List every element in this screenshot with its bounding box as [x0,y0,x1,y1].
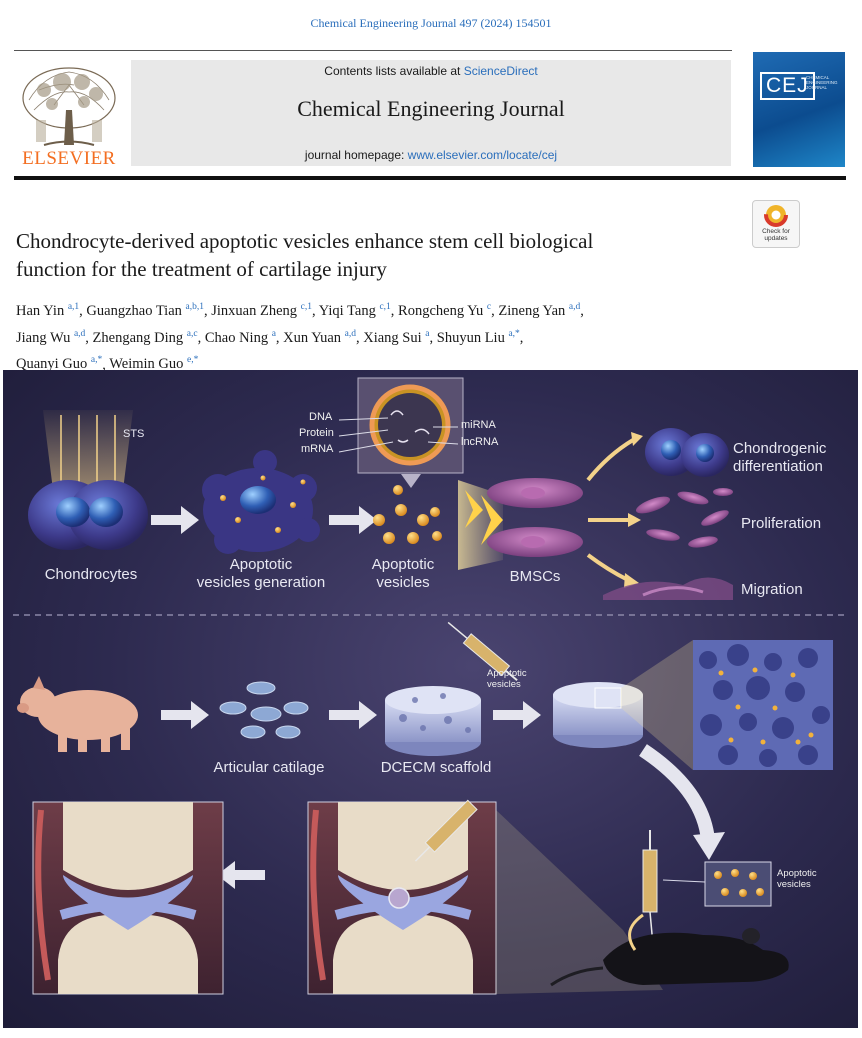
author[interactable]: Chao Ning a [204,328,276,346]
dcecm-scaffold-label: DCECM scaffold [380,759,492,776]
author-affiliation[interactable]: c [486,302,492,312]
author[interactable]: Zineng Yan a,d [498,302,581,319]
author-name: Yiqi Tang [318,302,376,319]
author-affiliation[interactable]: c,1 [300,302,312,312]
check-updates-icon [764,203,788,227]
header-rule-thick [14,176,846,180]
lncrna-label: lncRNA [461,436,499,448]
label-line: vesicles generation [196,574,326,591]
author[interactable]: Weimin Guo e,* [109,355,199,373]
contents-prefix: Contents lists available at [324,64,464,78]
author-name: Chao Ning [204,329,269,346]
author-name: Jiang Wu [16,329,71,346]
chondrogenic-differentiation-label: Chondrogenic differentiation [733,440,853,476]
author-affiliation[interactable]: a [425,328,430,339]
author[interactable]: Jiang Wu a,d [16,328,86,346]
label-line: Apoptotic [229,556,293,573]
author-name: Quanyi Guo [16,356,88,373]
author-affiliation[interactable]: a,d [568,302,581,312]
contents-line: Contents lists available at ScienceDirec… [131,64,731,78]
label-line: differentiation [733,458,823,475]
journal-cover[interactable] [753,52,845,167]
author-affiliation[interactable]: a [271,328,276,339]
label-line: vesicles [487,679,521,690]
author-affiliation[interactable]: a,d [344,328,356,339]
chondrocytes-label: Chondrocytes [44,566,138,583]
journal-header-box [131,60,731,166]
author-list: Han Yin a,1, Guangzhao Tian a,b,1, Jinxu… [16,302,584,373]
proliferation-label: Proliferation [741,515,822,532]
check-updates-label: Check for updates [762,228,790,242]
sciencedirect-link[interactable]: ScienceDirect [463,64,538,78]
dna-label: DNA [309,411,333,423]
author[interactable]: Rongcheng Yu c [398,302,492,319]
mrna-label: mRNA [301,443,334,455]
migration-label: Migration [741,581,803,598]
graphical-abstract: STS Chondrocytes Apoptotic vesicles gene… [3,370,858,1028]
journal-citation[interactable]: Chemical Engineering Journal 497 (2024) … [310,16,552,30]
articular-cartilage-label: Articular catilage [213,759,325,776]
author-affiliation[interactable]: a,b,1 [185,302,204,312]
header-rule [14,50,732,51]
author-affiliation[interactable]: e,* [187,355,199,366]
author[interactable]: Shuyun Liu a,* [436,328,520,346]
bmscs-label: BMSCs [509,568,561,585]
author[interactable]: Xiang Sui a [363,328,430,346]
author-name: Zineng Yan [498,302,566,319]
journal-title: Chemical Engineering Journal [297,96,565,121]
elsevier-wordmark: ELSEVIER [22,148,116,169]
label-line: vesicles [777,879,811,890]
label-line: Apoptotic [371,556,435,573]
elsevier-tree-logo[interactable] [14,60,124,170]
cover-subtitle: CHEMICAL ENGINEERING JOURNAL [806,75,838,90]
sts-label: STS [123,428,145,440]
author[interactable]: Xun Yuan a,d [283,328,356,346]
author-affiliation[interactable]: c,1 [379,302,391,312]
check-for-updates-button[interactable] [752,200,800,248]
article-title-line: function for the treatment of cartilage … [16,257,387,281]
author[interactable]: Jinxuan Zheng c,1 [211,302,312,319]
author-affiliation[interactable]: a,d [73,328,86,339]
author[interactable]: Guangzhao Tian a,b,1 [86,302,204,319]
author-name: Han Yin [16,302,65,319]
protein-label: Protein [299,427,334,439]
homepage-line: journal homepage: www.elsevier.com/locat… [131,148,731,162]
journal-homepage-link[interactable]: www.elsevier.com/locate/cej [407,148,558,162]
author-affiliation[interactable]: a,1 [67,302,80,312]
box-vesicles-label: Apoptotic vesicles [777,868,817,890]
author-affiliation[interactable]: a,* [508,328,520,339]
author-affiliation[interactable]: a,* [90,355,103,366]
article-title-line: Chondrocyte-derived apoptotic vesicles e… [16,229,594,253]
author-name: Xun Yuan [283,329,342,346]
author-name: Shuyun Liu [436,329,505,346]
label-line: vesicles [376,574,430,591]
label-line: Apoptotic [777,868,817,879]
author-name: Zhengang Ding [92,329,184,346]
homepage-prefix: journal homepage: [304,148,408,162]
author[interactable]: Zhengang Ding a,c [92,328,198,346]
author[interactable]: Yiqi Tang c,1 [318,302,391,319]
author-name: Jinxuan Zheng [211,302,298,319]
author-name: Guangzhao Tian [86,302,182,319]
label-line: Apoptotic [487,668,527,679]
author-affiliation[interactable]: a,c [186,328,198,339]
author-name: Weimin Guo [109,356,184,373]
apoptotic-vesicles-label: Apoptotic vesicles [348,556,458,592]
author-name: Rongcheng Yu [398,302,484,319]
article-title: Chondrocyte-derived apoptotic vesicles e… [16,227,736,283]
author-name: Xiang Sui [363,329,422,346]
author[interactable]: Han Yin a,1 [16,302,80,319]
label-line: Chondrogenic [733,440,827,457]
cej-logo: CEJ [760,72,815,100]
apoptotic-vesicles-generation-label: Apoptotic vesicles generation [191,556,331,592]
syringe-vesicles-label: Apoptotic vesicles [487,668,527,690]
mirna-label: miRNA [461,419,496,431]
graphical-abstract-art [13,377,848,995]
author[interactable]: Quanyi Guo a,* [16,355,103,373]
